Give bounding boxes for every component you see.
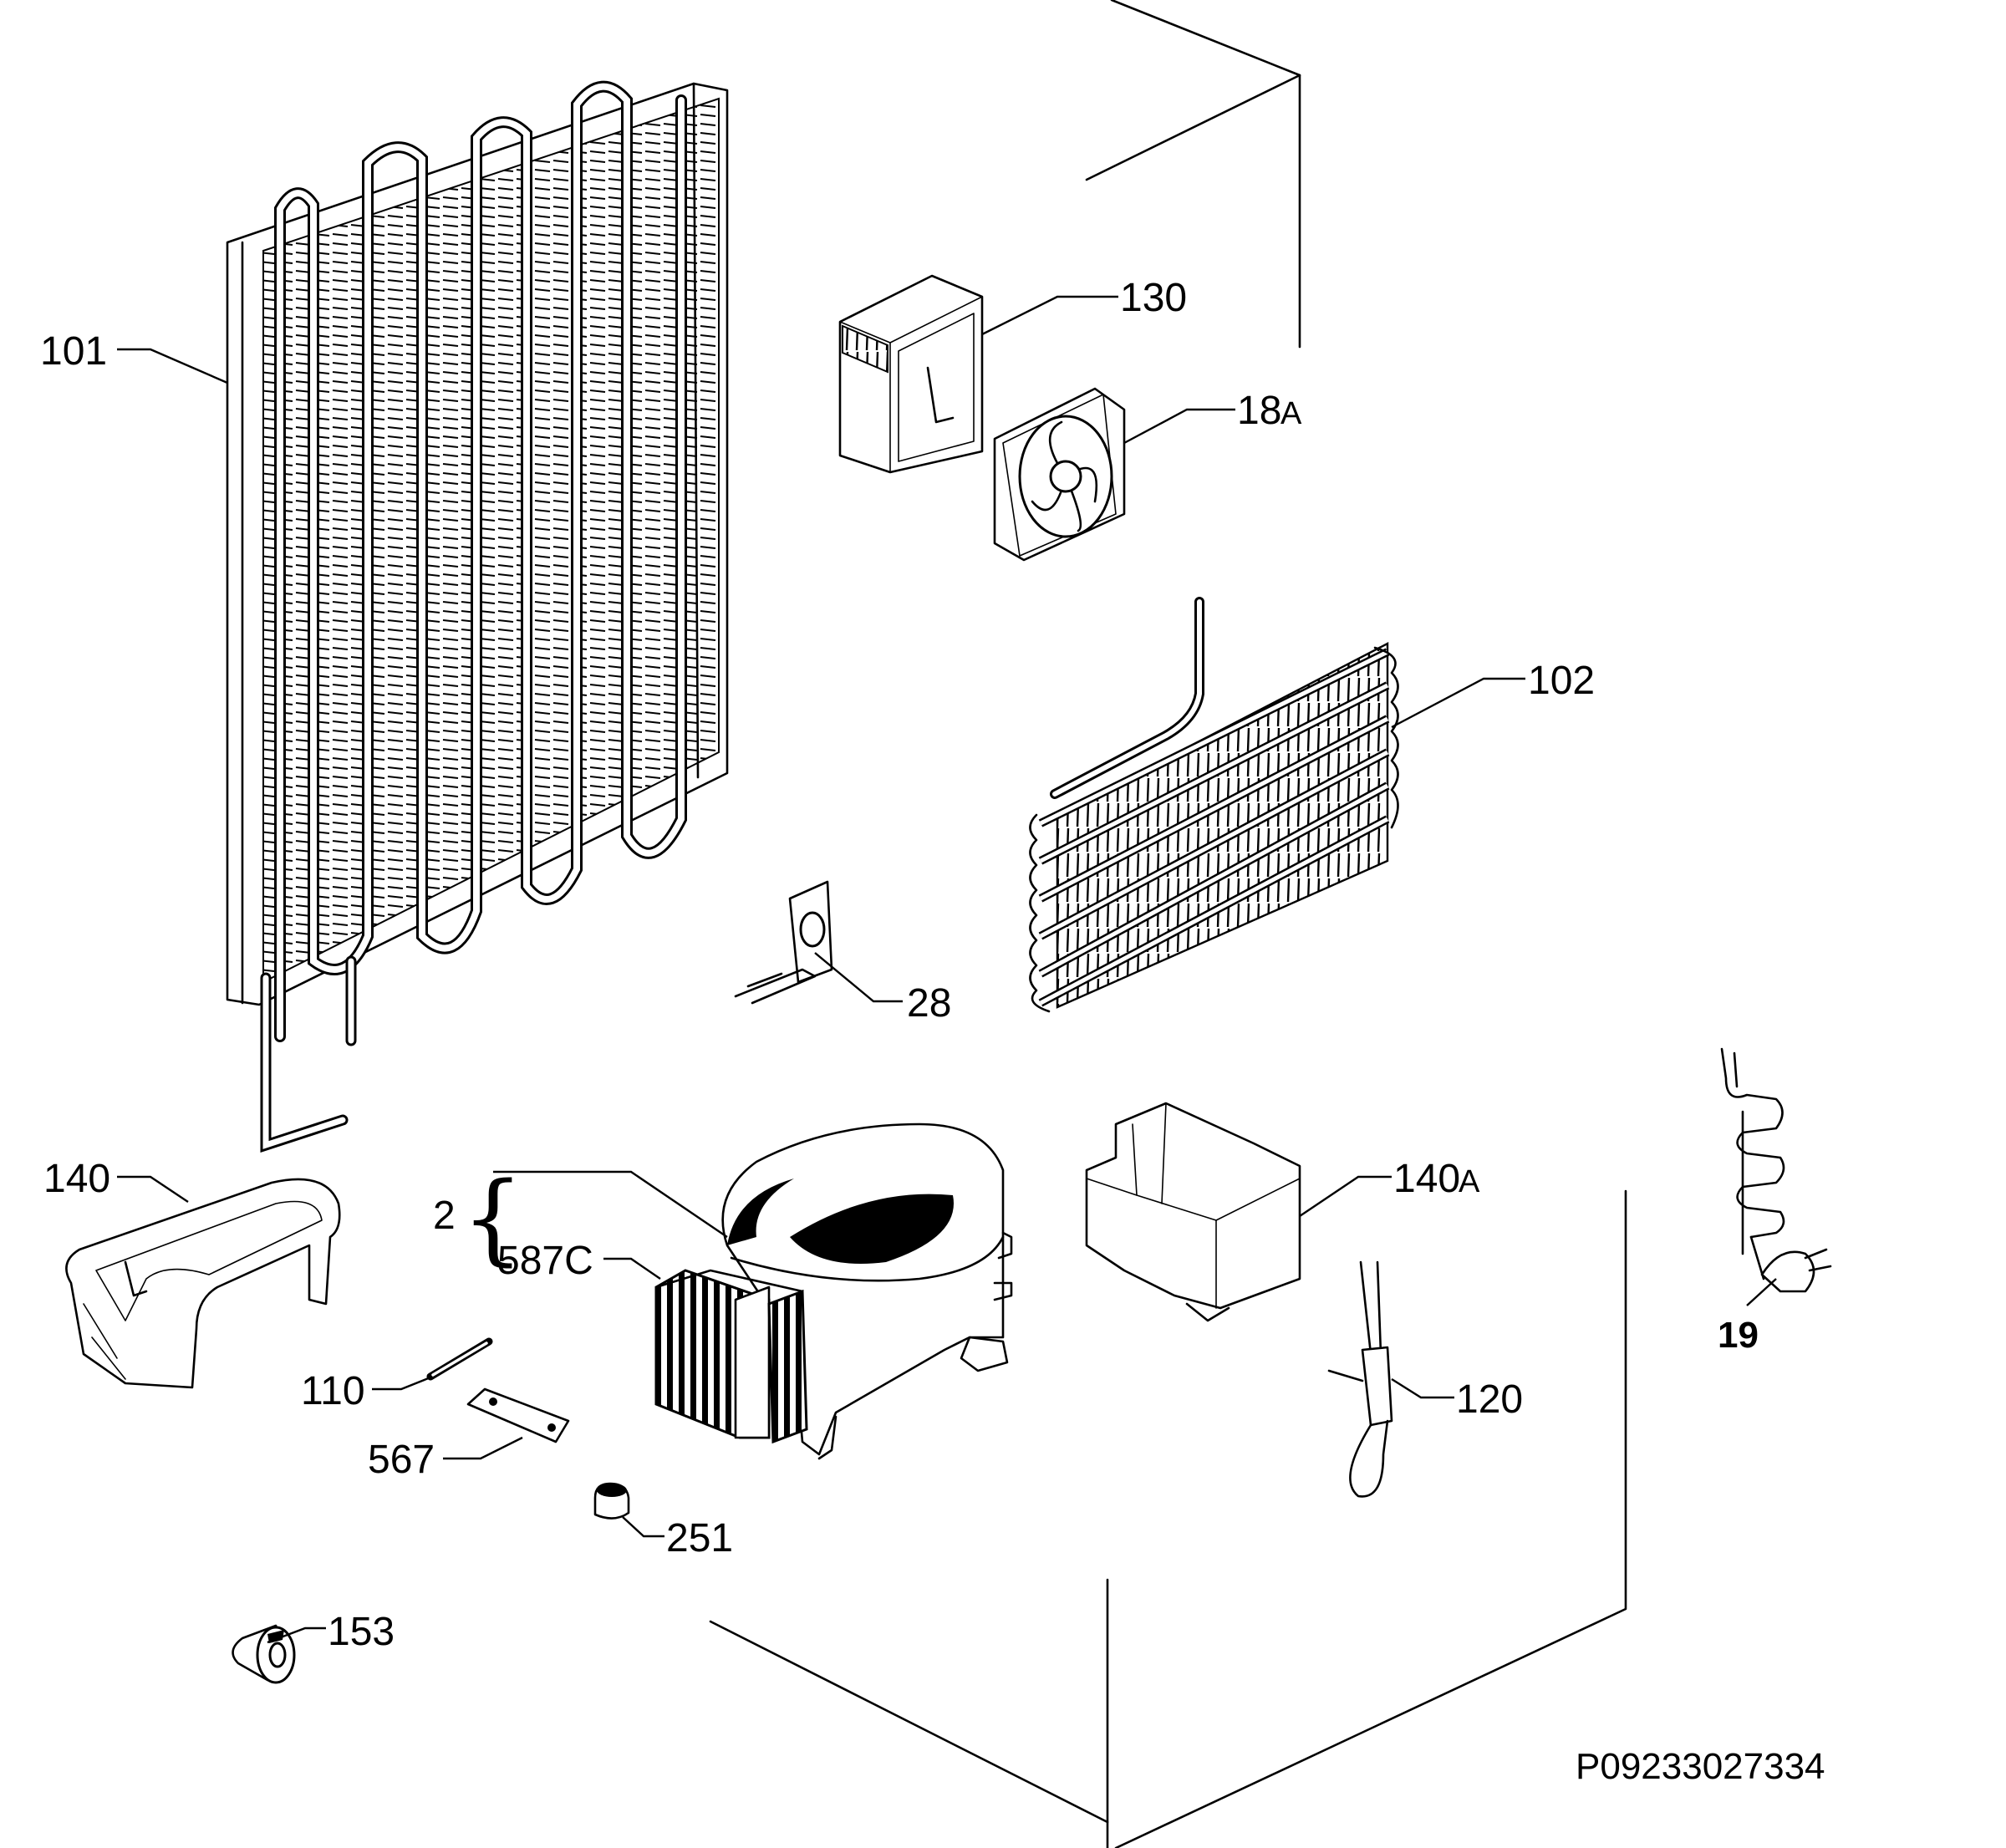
relay-cover-part-140A [1085,1102,1301,1322]
bracket-part-28 [734,880,833,1005]
label-130: 130 [1120,276,1187,320]
diagram-reference-code: P09233027334 [1576,1746,1825,1787]
label-567: 567 [368,1438,435,1482]
label-587C: 587C [497,1239,593,1283]
power-cord-part-19 [1720,1047,1832,1293]
evaporator-part-102 [1029,597,1399,1013]
plate-part-567 [466,1387,570,1443]
label-120: 120 [1456,1377,1523,1422]
label-140A: 140 [1393,1157,1460,1201]
label-140: 140 [43,1157,110,1201]
label-28: 28 [907,981,951,1026]
label-102: 102 [1528,659,1595,703]
drip-tray-part-140 [65,1178,341,1389]
label-18A-suffix: A [1280,396,1302,431]
label-18A: 18 [1237,389,1281,433]
cabinet-outline [709,0,1627,1848]
relay-part-587C [654,1269,808,1444]
fan-housing-part-130 [838,274,984,474]
label-251: 251 [666,1516,733,1560]
compressor-part-2 [721,1123,1013,1460]
label-140A-suffix: A [1459,1164,1480,1199]
nut-part-251 [593,1482,630,1520]
condenser-part-101 [226,80,729,1153]
bushing-part-153 [232,1624,296,1684]
pin-part-110 [426,1337,493,1381]
label-153: 153 [328,1610,395,1654]
label-2: 2 [433,1194,456,1238]
condenser-tube [274,80,687,1042]
label-101: 101 [40,329,107,374]
protector-part-120 [1327,1260,1393,1498]
brace-icon: { [461,1160,524,1275]
label-110: 110 [301,1369,365,1413]
fan-part-18A [993,387,1126,562]
label-19: 19 [1718,1315,1759,1356]
